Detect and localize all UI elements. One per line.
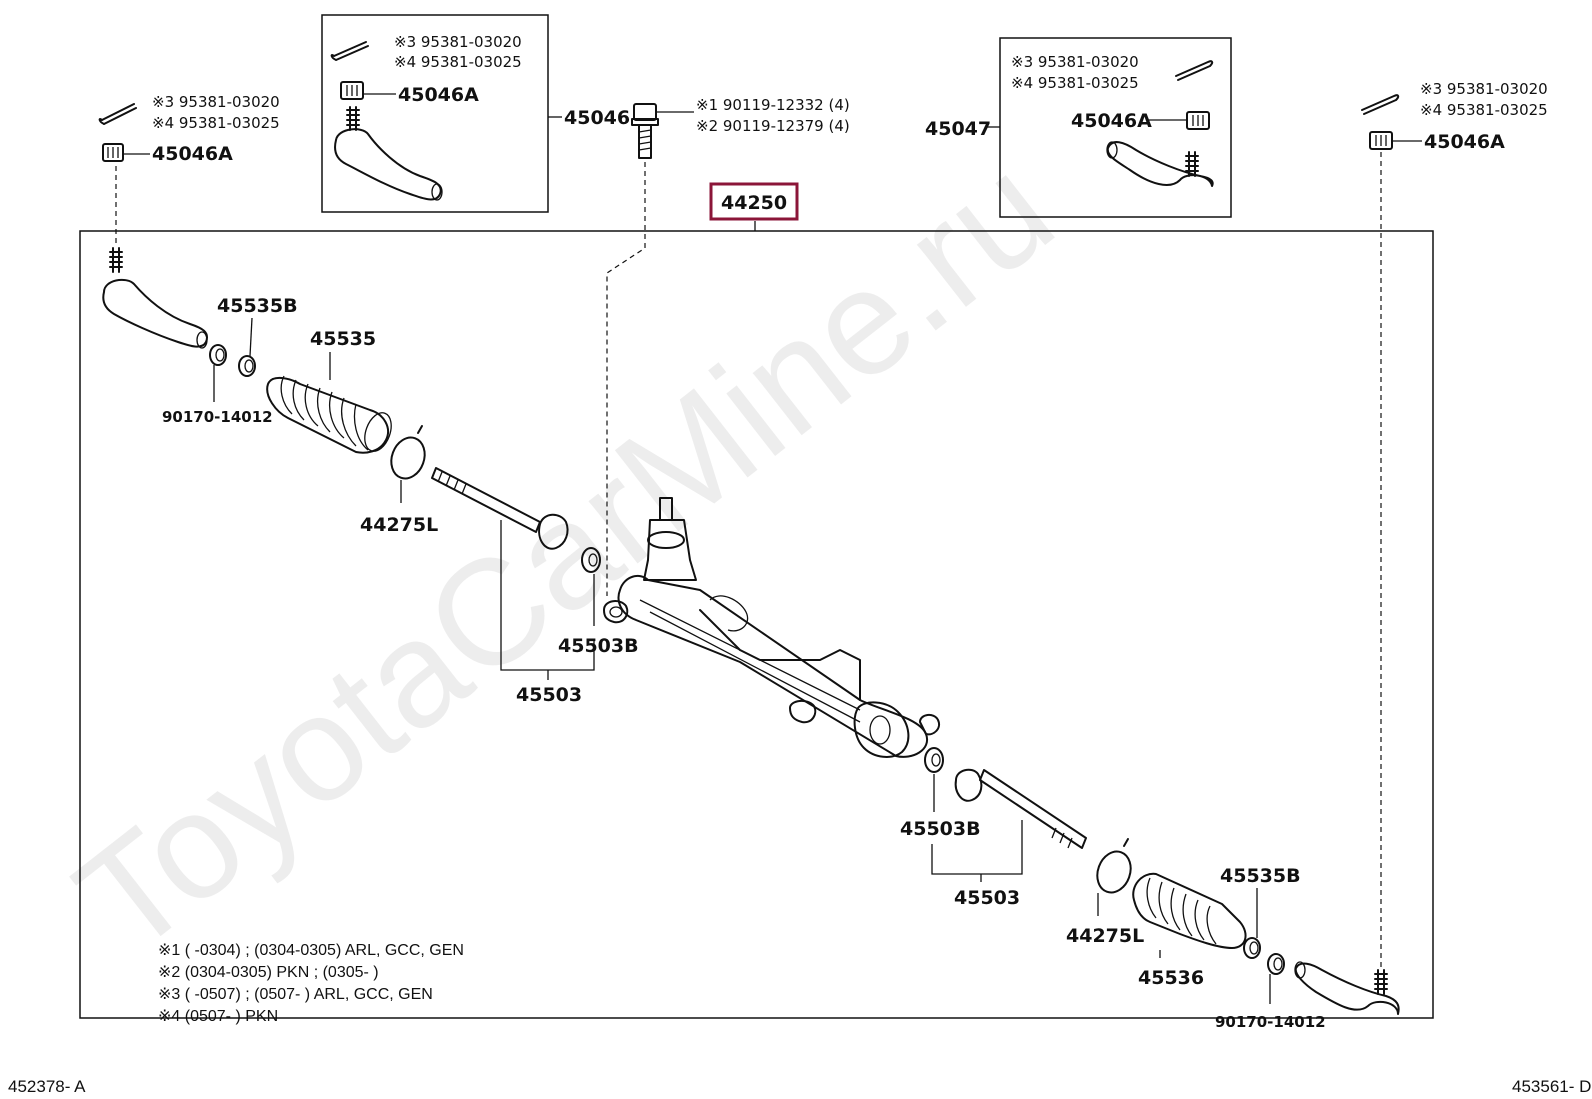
part-label-45535b[interactable]: 45535B (1220, 865, 1301, 887)
box-45046 (321, 14, 549, 213)
part-label-45535[interactable]: 45535 (310, 328, 376, 350)
steering-rack-housing-icon (603, 497, 940, 758)
cotter-pin-icon (98, 103, 137, 125)
ref-label: ※4 95381-03025 (1420, 101, 1548, 119)
bolt-icon (631, 103, 659, 159)
nut-icon (340, 81, 364, 100)
tie-rod-icon (431, 467, 569, 550)
part-label-45046a[interactable]: 45046A (398, 84, 479, 106)
washer-icon (581, 547, 601, 573)
note-line: ※4 (0507- ) PKN (158, 1008, 278, 1025)
note-line: ※3 ( -0507) ; (0507- ) ARL, GCC, GEN (158, 986, 433, 1003)
tie-rod-end-icon (1294, 961, 1400, 1015)
part-label-44250[interactable]: 44250 (721, 192, 787, 214)
part-label-45046[interactable]: 45046 (564, 107, 630, 129)
part-label-45535b[interactable]: 45535B (217, 295, 298, 317)
ref-label: ※3 95381-03020 (152, 93, 280, 111)
note-line: ※1 ( -0304) ; (0304-0305) ARL, GCC, GEN (158, 942, 464, 959)
boot-icon (266, 375, 392, 454)
band-icon (390, 425, 426, 480)
cotter-pin-icon (330, 41, 369, 61)
footer-right-code: 453561- D (1512, 1077, 1591, 1096)
tie-rod-end-icon (1106, 141, 1214, 187)
tie-rod-icon (954, 768, 1087, 849)
ring-icon (209, 344, 227, 366)
assembly-frame (79, 230, 1434, 1019)
cotter-pin-icon (1361, 94, 1400, 115)
part-label-45046a[interactable]: 45046A (1424, 131, 1505, 153)
part-label-45536[interactable]: 45536 (1138, 967, 1204, 989)
part-label-90170-14012[interactable]: 90170-14012 (1215, 1013, 1326, 1031)
nut-icon (1369, 131, 1393, 150)
part-label-45503b[interactable]: 45503B (558, 635, 639, 657)
clamp-icon (238, 355, 256, 377)
nut-icon (1186, 111, 1210, 130)
ref-label: ※4 95381-03025 (152, 114, 280, 132)
ref-label: ※3 95381-03020 (1420, 80, 1548, 98)
highlight-box (709, 182, 799, 221)
part-label-45046a[interactable]: 45046A (152, 143, 233, 165)
tie-rod-end-icon (334, 106, 443, 201)
cotter-pin-icon (1175, 60, 1214, 81)
ref-label: ※3 95381-03020 (1011, 53, 1139, 71)
part-label-44275l[interactable]: 44275L (1066, 925, 1144, 947)
part-label-90170-14012[interactable]: 90170-14012 (162, 408, 273, 426)
ref-label: ※4 95381-03025 (394, 53, 522, 71)
watermark: ToyotaCarMine.ru (46, 124, 1082, 985)
ref-label: ※2 90119-12379 (4) (696, 117, 850, 135)
washer-icon (924, 747, 944, 773)
ref-label: ※1 90119-12332 (4) (696, 96, 850, 114)
ref-label: ※3 95381-03020 (394, 33, 522, 51)
note-line: ※2 (0304-0305) PKN ; (0305- ) (158, 964, 379, 981)
part-label-45503b[interactable]: 45503B (900, 818, 981, 840)
part-label-45503[interactable]: 45503 (516, 684, 582, 706)
tie-rod-end-icon (102, 247, 208, 349)
band-icon (1096, 838, 1132, 894)
part-label-45046a[interactable]: 45046A (1071, 110, 1152, 132)
ref-label: ※4 95381-03025 (1011, 74, 1139, 92)
part-label-45503[interactable]: 45503 (954, 887, 1020, 909)
nut-icon (102, 143, 124, 162)
footer-left-code: 452378- A (8, 1077, 86, 1096)
boot-icon (1132, 872, 1247, 949)
part-label-44275l[interactable]: 44275L (360, 514, 438, 536)
clamp-icon (1243, 937, 1261, 959)
ring-icon (1267, 953, 1285, 975)
part-label-45047[interactable]: 45047 (925, 118, 991, 140)
